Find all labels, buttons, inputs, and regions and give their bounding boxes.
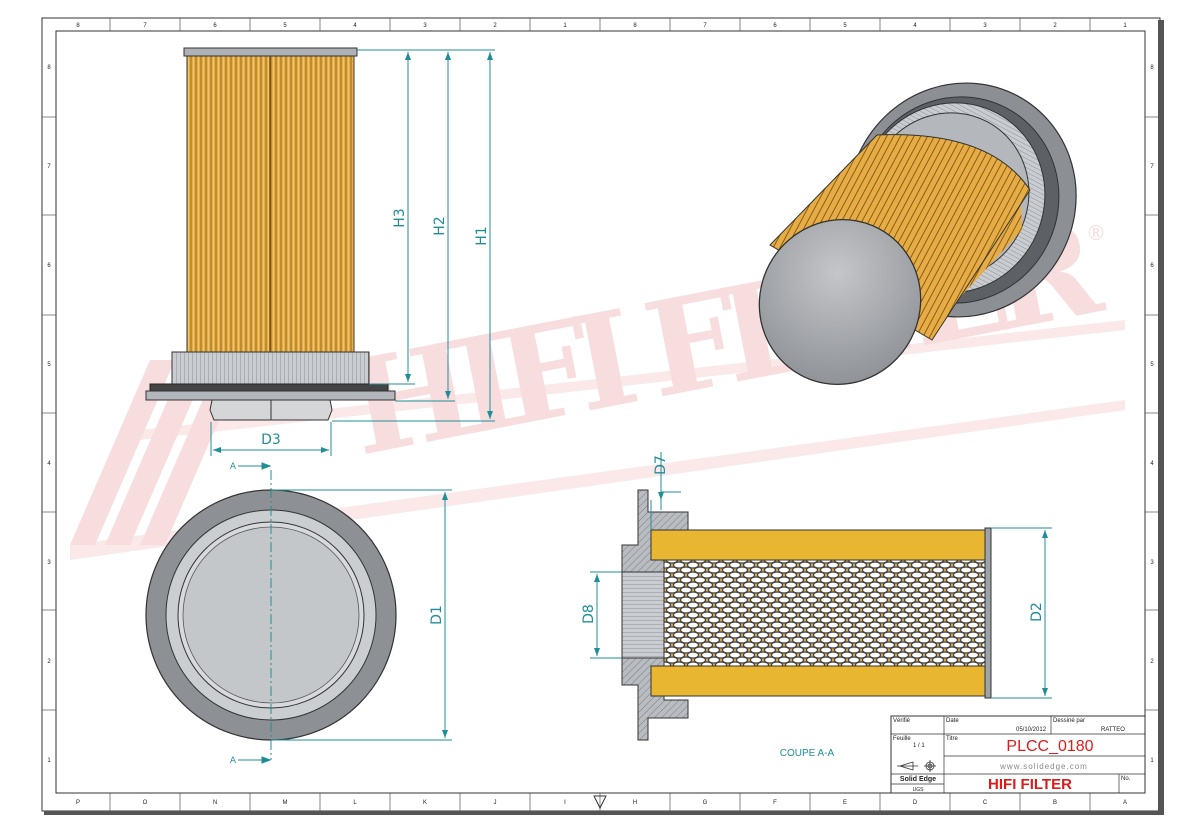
col-label-top: 3 [983,23,987,29]
section-markers [238,462,272,764]
col-label-top: 4 [353,23,357,29]
col-label-bottom: J [494,800,497,806]
plan-view-dimension-arrows [442,492,448,738]
col-label-bottom: E [843,800,847,806]
section-marker-top: A [230,462,237,472]
watermark-registered: ® [1086,221,1106,245]
col-label-bottom: F [773,800,777,806]
dim-d2-label: D2 [1029,602,1045,622]
tb-website: www.solidedge.com [999,762,1088,771]
col-label-top: 3 [423,23,427,29]
row-label-right: 1 [1150,758,1154,764]
tb-no-label: No. [1121,776,1131,782]
tb-feuille-value: 1 / 1 [913,743,925,749]
row-label-right: 4 [1150,461,1154,467]
dim-d8-label: D8 [581,604,597,624]
tb-titre-label: Titre [946,736,958,742]
section-view-dimension-arrows [594,492,1048,696]
tb-units: UGS [913,787,925,793]
tb-date-label: Date [946,718,959,724]
col-label-bottom: G [703,800,708,806]
tb-author-value: RATTEO [1101,727,1125,733]
row-label-left: 6 [47,263,51,269]
sheet-frame: 8 7 6 5 4 3 2 1 8 7 6 5 4 3 2 1 P O N M … [41,17,1164,815]
tb-dessine-label: Dessiné par [1053,718,1085,724]
tb-date-value: 05/10/2012 [1016,727,1047,733]
row-label-left: 7 [47,164,51,170]
front-elevation-view [145,47,396,421]
section-marker-bottom: A [230,756,237,766]
col-label-bottom: H [633,800,637,806]
col-label-bottom: I [564,800,566,806]
dim-h1-label: H1 [474,226,490,245]
row-label-right: 6 [1150,263,1154,269]
row-label-right: 2 [1150,659,1154,665]
col-label-bottom: K [423,800,427,806]
col-label-bottom: D [913,800,918,806]
col-label-bottom: M [283,800,288,806]
row-label-left: 5 [47,362,51,368]
row-label-left: 4 [47,461,51,467]
col-label-top: 1 [563,23,567,29]
col-label-bottom: N [213,800,217,806]
col-label-top: 7 [703,23,707,29]
col-label-bottom: P [76,800,80,806]
plan-view-dimensions [271,489,452,741]
dim-d1-label: D1 [429,605,445,625]
col-label-bottom: L [353,800,357,806]
row-label-right: 7 [1150,164,1154,170]
col-label-top: 1 [1123,23,1127,29]
col-label-top: 2 [1053,23,1057,29]
col-label-top: 4 [913,23,917,29]
tb-software: Solid Edge [900,776,936,783]
col-label-top: 5 [283,23,287,29]
col-label-bottom: O [143,800,148,806]
tb-company: HIFI FILTER [988,776,1072,793]
section-view-dimensions [590,452,1052,699]
row-label-left: 2 [47,659,51,665]
col-label-top: 7 [143,23,147,29]
col-label-top: 2 [493,23,497,29]
front-view-dimensions [210,49,495,456]
title-block: Vérifié Date Dessiné par 05/10/2012 RATT… [890,715,1146,794]
col-label-top: 6 [773,23,777,29]
center-mark-triangle [593,795,607,810]
col-label-top: 8 [76,23,80,29]
dim-h2-label: H2 [432,216,448,235]
dim-d3-label: D3 [261,432,281,448]
row-label-left: 3 [47,560,51,566]
section-caption: COUPE A-A [780,748,835,759]
projection-symbol-icon [897,760,936,772]
tb-part-number: PLCC_0180 [1006,738,1093,755]
col-label-bottom: B [1053,800,1057,806]
row-label-right: 3 [1150,560,1154,566]
col-label-bottom: A [1123,800,1127,806]
row-label-right: 5 [1150,362,1154,368]
isometric-view [758,82,1077,385]
dim-h3-label: H3 [392,208,408,227]
col-label-bottom: C [983,800,988,806]
dim-d7-label: D7 [653,455,669,475]
tb-feuille-label: Feuille [893,736,911,742]
section-view [621,489,992,741]
row-label-left: 8 [47,65,51,71]
col-label-top: 5 [843,23,847,29]
row-label-left: 1 [47,758,51,764]
col-label-top: 6 [213,23,217,29]
tb-verifie-label: Vérifié [893,718,911,724]
col-label-top: 8 [633,23,637,29]
front-view-dimension-arrows [213,52,493,453]
row-label-right: 8 [1150,65,1154,71]
